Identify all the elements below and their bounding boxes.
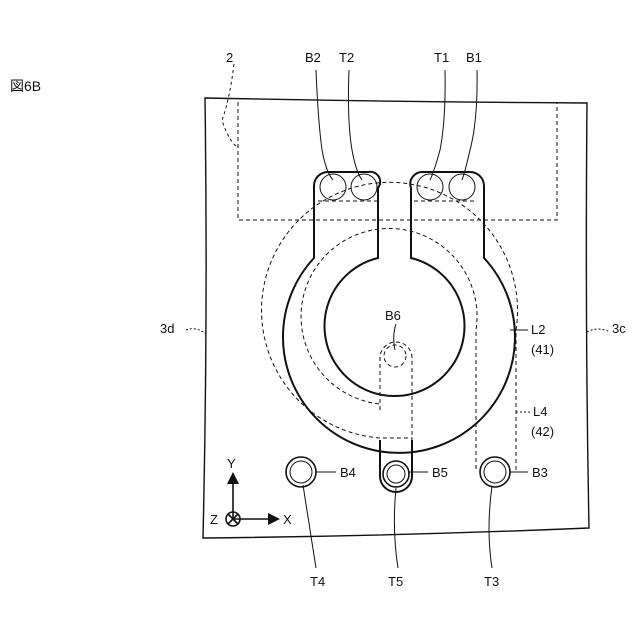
label-b3: B3 bbox=[532, 465, 548, 480]
leader-b6 bbox=[394, 324, 396, 350]
leader-t1 bbox=[430, 70, 445, 180]
label-b1: B1 bbox=[466, 50, 482, 65]
axis-x-arrow bbox=[268, 513, 280, 525]
label-b2: B2 bbox=[305, 50, 321, 65]
leader-3d bbox=[186, 329, 206, 334]
label-b5: B5 bbox=[432, 465, 448, 480]
pad-b2 bbox=[320, 174, 346, 200]
label-3c: 3c bbox=[612, 321, 626, 336]
label-t2: T2 bbox=[339, 50, 354, 65]
label-t3: T3 bbox=[484, 574, 499, 589]
label-b6: B6 bbox=[385, 308, 401, 323]
label-2: 2 bbox=[226, 50, 233, 65]
leader-t2 bbox=[348, 70, 362, 180]
leader-3c bbox=[587, 329, 610, 332]
label-t4: T4 bbox=[310, 574, 325, 589]
pad-t1 bbox=[417, 174, 443, 200]
leader-t3 bbox=[489, 486, 492, 568]
label-t1: T1 bbox=[434, 50, 449, 65]
dashed-region-2 bbox=[238, 102, 557, 220]
inner-coil-l4 bbox=[262, 182, 518, 470]
axis-x-label: X bbox=[283, 512, 292, 527]
label-t5: T5 bbox=[388, 574, 403, 589]
label-42: (42) bbox=[531, 424, 554, 439]
leader-b1 bbox=[462, 70, 477, 180]
axis-z-label: Z bbox=[210, 512, 218, 527]
b6-trace bbox=[380, 342, 412, 440]
leader-b2 bbox=[316, 70, 333, 180]
leader-t5 bbox=[394, 488, 398, 568]
label-3d: 3d bbox=[160, 321, 174, 336]
label-l2: L2 bbox=[531, 322, 545, 337]
leader-t4 bbox=[303, 485, 316, 568]
label-41: (41) bbox=[531, 342, 554, 357]
leader-2 bbox=[222, 64, 238, 148]
pad-b1 bbox=[449, 174, 475, 200]
axis-y-label: Y bbox=[227, 456, 236, 471]
label-b4: B4 bbox=[340, 465, 356, 480]
label-l4: L4 bbox=[533, 404, 547, 419]
axis-y-arrow bbox=[227, 472, 239, 484]
